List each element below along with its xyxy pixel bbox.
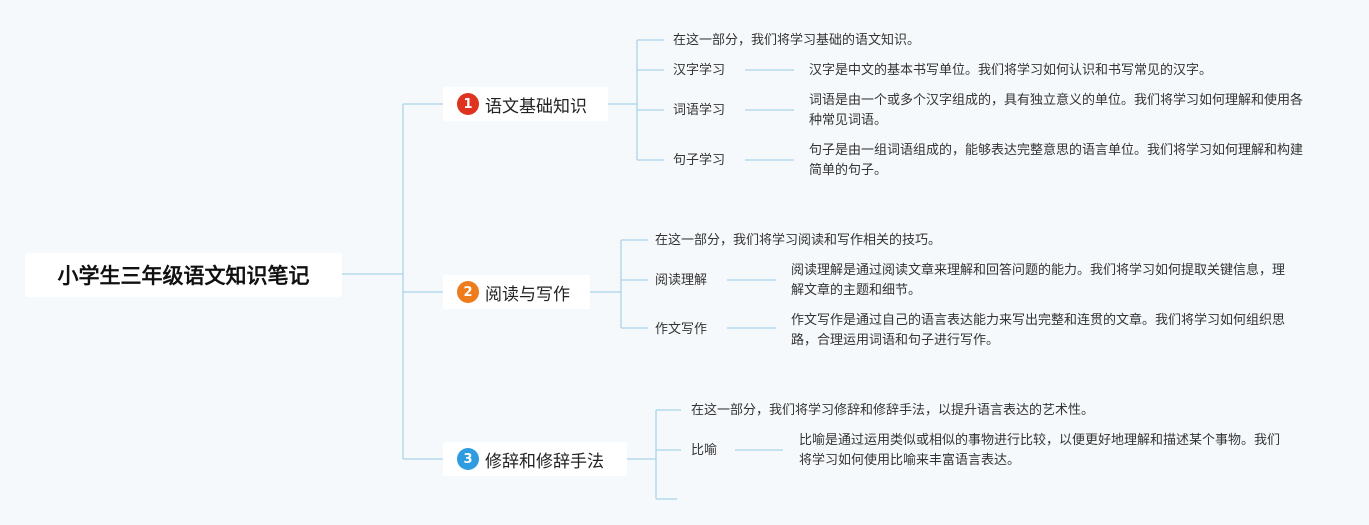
connector-b2-topics (727, 279, 776, 329)
topic-label-biyu[interactable]: 比喻 (691, 443, 718, 458)
branch-3-label: 修辞和修辞手法 (485, 451, 604, 472)
topic-desc-biyu[interactable]: 比喻是通过运用类似或相似的事物进行比较，以便更好地理解和描述某个事物。我们将学习… (799, 433, 1281, 468)
topic-desc-hanzi[interactable]: 汉字是中文的基本书写单位。我们将学习如何认识和书写常见的汉字。 (809, 63, 1213, 78)
topic-label-juzi[interactable]: 句子学习 (673, 153, 726, 168)
branch-1-label: 语文基础知识 (485, 96, 587, 117)
topic-desc-juzi[interactable]: 句子是由一组词语组成的，能够表达完整意思的语言单位。我们将学习如何理解和构建简单… (809, 143, 1304, 178)
branch-3[interactable]: 3 修辞和修辞手法 (443, 442, 627, 476)
number-badge-2: 2 (457, 281, 479, 303)
branch-2[interactable]: 2 阅读与写作 (443, 275, 590, 309)
branch-2-intro[interactable]: 在这一部分，我们将学习阅读和写作相关的技巧。 (655, 233, 942, 248)
branch-1-intro[interactable]: 在这一部分，我们将学习基础的语文知识。 (673, 33, 921, 48)
connector-b3 (627, 409, 681, 500)
topic-label-ciyu[interactable]: 词语学习 (673, 103, 726, 118)
topic-desc-zuowen[interactable]: 作文写作是通过自己的语言表达能力来写出完整和连贯的文章。我们将学习如何组织思路，… (791, 313, 1286, 348)
root-title[interactable]: 小学生三年级语文知识笔记 (25, 253, 342, 297)
topic-label-zuowen[interactable]: 作文写作 (655, 322, 708, 337)
topic-desc-yuedu[interactable]: 阅读理解是通过阅读文章来理解和回答问题的能力。我们将学习如何提取关键信息，理解文… (791, 263, 1286, 298)
connector-b1-topics (745, 69, 794, 161)
connector-b1 (608, 39, 664, 161)
topic-desc-ciyu[interactable]: 词语是由一个或多个汉字组成的，具有独立意义的单位。我们将学习如何理解和使用各种常… (809, 93, 1304, 128)
topic-label-hanzi[interactable]: 汉字学习 (673, 63, 726, 78)
topic-label-yuedu[interactable]: 阅读理解 (655, 273, 708, 288)
branch-3-intro[interactable]: 在这一部分，我们将学习修辞和修辞手法，以提升语言表达的艺术性。 (691, 403, 1095, 418)
number-badge-1: 1 (457, 93, 479, 115)
number-badge-3: 3 (457, 448, 479, 470)
branch-1[interactable]: 1 语文基础知识 (443, 87, 608, 121)
branch-2-label: 阅读与写作 (485, 284, 570, 305)
connector-b2 (590, 239, 648, 329)
